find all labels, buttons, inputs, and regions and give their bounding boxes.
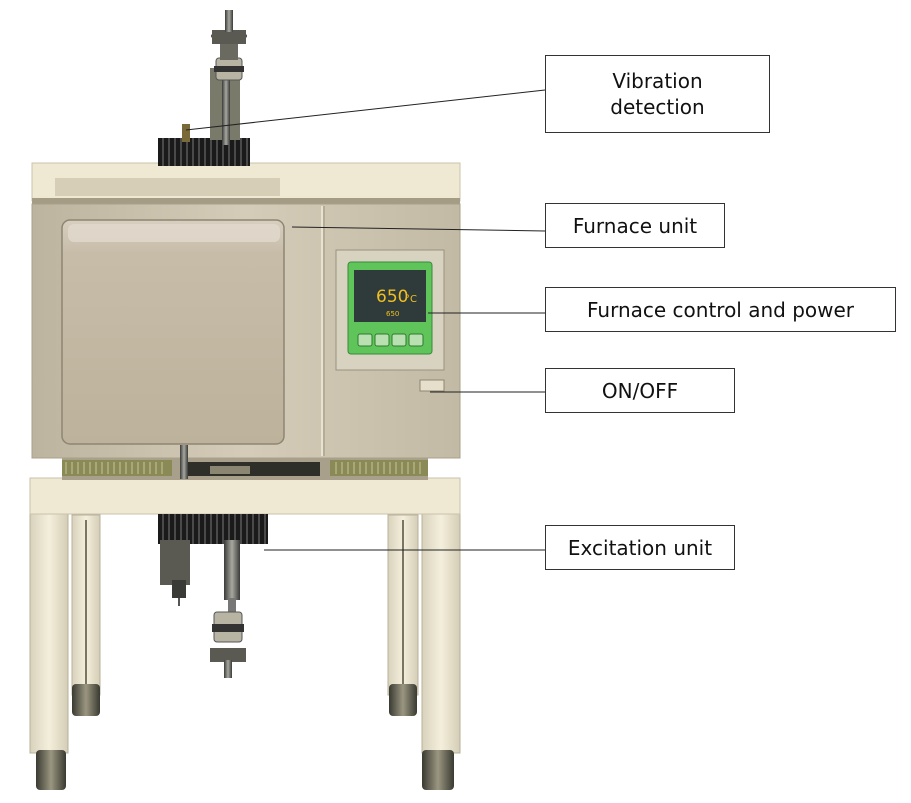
leg-front-left <box>29 507 69 754</box>
leader-vibration <box>185 89 546 131</box>
label-excitation-unit: Excitation unit <box>545 525 735 570</box>
controller-unit: °C <box>405 294 417 305</box>
controller-key-4[interactable] <box>408 333 424 347</box>
label-vibration-detection: Vibration detection <box>545 55 770 133</box>
foot-back-left <box>72 684 100 716</box>
label-on-off: ON/OFF <box>545 368 735 413</box>
top-plate <box>31 162 461 204</box>
stand <box>29 458 461 790</box>
excitation-unit <box>158 514 268 678</box>
controller-screen <box>354 270 426 322</box>
leader-lines <box>185 89 546 551</box>
leader-furnace <box>291 226 546 232</box>
foot-back-right <box>389 684 417 716</box>
leg-front-right <box>421 507 461 754</box>
foot-front-left <box>36 750 66 790</box>
controller-key-2[interactable] <box>374 333 390 347</box>
label-furnace-control: Furnace control and power <box>545 287 896 332</box>
furnace-door <box>61 219 285 445</box>
vibration-detector <box>158 10 250 166</box>
on-off-switch[interactable] <box>419 379 445 392</box>
foot-front-right <box>422 750 454 790</box>
controller-key-3[interactable] <box>391 333 407 347</box>
label-furnace-unit: Furnace unit <box>545 203 725 248</box>
controller-main-value: 650 <box>376 287 408 307</box>
furnace-body: 650 °C 650 <box>31 203 461 479</box>
stand-table <box>29 477 461 515</box>
controller-key-1[interactable] <box>357 333 373 347</box>
controller-setpoint: 650 <box>386 310 399 318</box>
